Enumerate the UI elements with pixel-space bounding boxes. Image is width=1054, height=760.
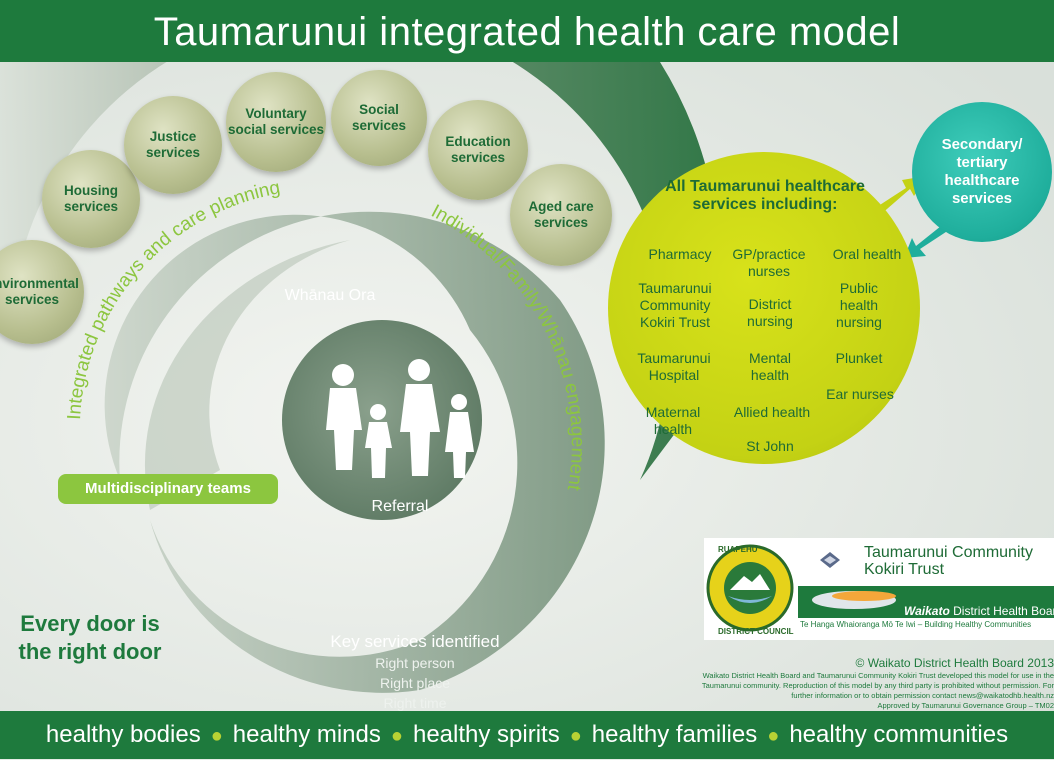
- service-gp-practice-nurses: GP/practice nurses: [732, 246, 806, 279]
- logos-art: RUAPEHU DISTRICT COUNCIL: [706, 544, 1054, 636]
- secondary-tertiary-label: Secondary/ tertiary healthcare services: [941, 136, 1023, 207]
- referral-circle: [282, 320, 482, 520]
- right-person-label: Right person: [375, 655, 455, 671]
- service-public-health-nursing: Public health nursing: [836, 280, 882, 330]
- waikato-logo-text: Waikato District Health Board: [904, 604, 1054, 618]
- referral-label: Referral: [371, 498, 429, 515]
- page-title: Taumarunui integrated health care model: [0, 0, 1054, 62]
- service-oral-health: Oral health: [832, 246, 902, 262]
- copyright-body: Waikato District Health Board and Taumar…: [701, 671, 1054, 700]
- service-maternal-health: Maternal health: [645, 404, 701, 437]
- key-services-title: Key services identified: [330, 632, 500, 651]
- whanau-ora-label: Whānau Ora: [284, 287, 376, 304]
- healthcare-services-circle: [608, 152, 920, 464]
- service-district-nursing: District nursing: [747, 296, 793, 329]
- waikato-rest: District Health Board: [953, 604, 1054, 618]
- service-st-john: St John: [746, 438, 794, 454]
- bubble-social-services: Social services: [331, 70, 427, 166]
- right-time-label: Right time: [383, 695, 447, 711]
- spiral-inner-band: [144, 240, 350, 510]
- service-taumarunui-hospital: Taumarunui Hospital: [637, 350, 711, 383]
- ruapehu-bottom-text: DISTRICT COUNCIL: [718, 627, 794, 636]
- partner-logos: RUAPEHU DISTRICT COUNCIL Taumarunui Comm…: [704, 538, 1054, 640]
- footer-item: healthy minds: [232, 721, 381, 748]
- bullet-icon: ●: [210, 725, 223, 747]
- service-ear-nurses: Ear nurses: [826, 386, 894, 402]
- healthcare-services-title: All Taumarunui healthcare services inclu…: [665, 178, 865, 213]
- service-tckt: Taumarunui Community Kokiri Trust: [638, 280, 712, 330]
- bubble-aged-care-services: Aged care services: [510, 164, 612, 266]
- bubble-environmental-services: Environmental services: [0, 240, 84, 344]
- service-allied-health: Allied health: [733, 404, 811, 420]
- service-plunket: Plunket: [835, 350, 883, 366]
- arrow-from-secondary-icon: [904, 222, 952, 258]
- every-door-line2: the right door: [18, 639, 162, 664]
- footer-item: healthy bodies: [45, 721, 201, 748]
- service-pharmacy: Pharmacy: [648, 246, 712, 262]
- bubble-voluntary-social-services: Voluntary social services: [226, 72, 326, 172]
- service-mental-health: Mental health: [748, 350, 792, 383]
- spiral-band: [104, 211, 605, 693]
- bubble-housing-services: Housing services: [42, 150, 140, 248]
- tckt-logo-text: Taumarunui Community Kokiri Trust: [864, 544, 1033, 578]
- waikato-tagline: Te Hanga Whaioranga Mō Te Iwi – Building…: [800, 620, 1032, 629]
- family-silhouette-icon: [326, 359, 474, 478]
- ruapehu-top-text: RUAPEHU: [718, 545, 758, 554]
- footer-item: healthy communities: [789, 721, 1009, 748]
- footer-item: healthy spirits: [412, 721, 560, 748]
- bullet-icon: ●: [569, 725, 582, 747]
- every-door-line1: Every door is: [20, 611, 160, 636]
- multidisciplinary-teams-badge: Multidisciplinary teams: [58, 474, 278, 504]
- bullet-icon: ●: [767, 725, 780, 747]
- waikato-bold: Waikato: [904, 604, 950, 618]
- bubble-education-services: Education services: [428, 100, 528, 200]
- approved-line: Approved by Taumarunui Governance Group …: [877, 701, 1054, 710]
- copyright-line: © Waikato District Health Board 2013: [855, 656, 1054, 670]
- right-place-label: Right place: [379, 675, 451, 691]
- bubble-justice-services: Justice services: [124, 96, 222, 194]
- footer-tagline: healthy bodies ● healthy minds ● healthy spi…: [0, 711, 1054, 759]
- secondary-tertiary-circle: Secondary/ tertiary healthcare services: [912, 102, 1052, 242]
- footer-item: healthy families: [591, 721, 758, 748]
- bullet-icon: ●: [390, 725, 403, 747]
